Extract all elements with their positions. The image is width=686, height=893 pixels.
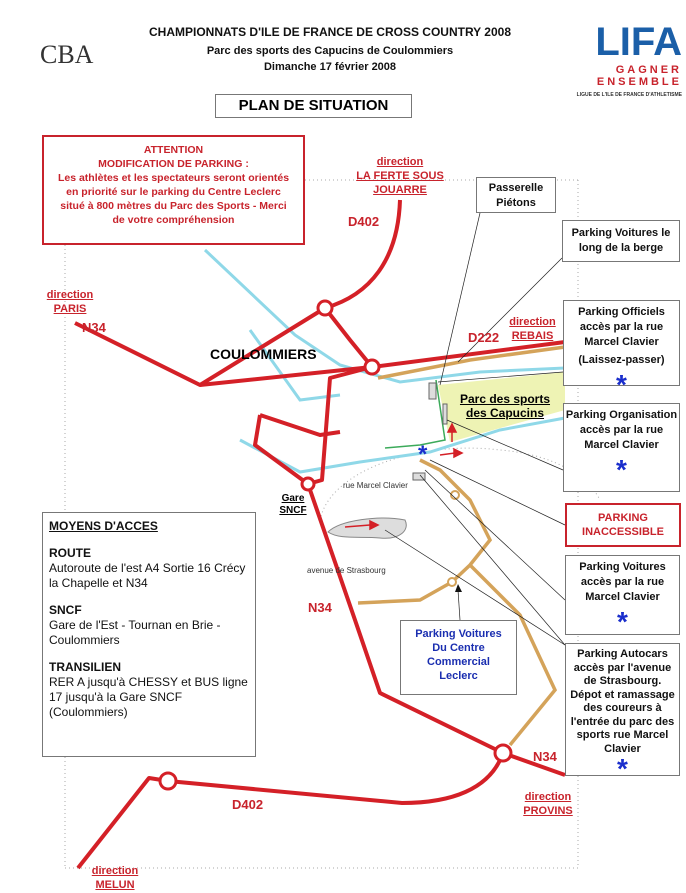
callout-text: Parking Voitures accès par la rue Marcel… <box>579 561 666 603</box>
callout-parking-leclerc: Parking Voitures Du Centre Commercial Le… <box>400 620 517 695</box>
street-label-strasbourg: avenue de Strasbourg <box>307 566 386 575</box>
direction-label: direction <box>509 316 556 328</box>
callout-parking-autocars: Parking Autocars accès par l'avenue de S… <box>565 643 680 783</box>
access-title: MOYENS D'ACCES <box>49 519 158 533</box>
callout-text: Parking Organisation accès par la rue Ma… <box>565 409 678 451</box>
plan-title: PLAN DE SITUATION <box>215 94 412 118</box>
small-roundabouts <box>447 490 460 587</box>
building <box>442 403 448 425</box>
road-label-n34-west: N34 <box>82 320 106 335</box>
station-label: Gare SNCF <box>279 493 307 516</box>
direction-destination: PARIS <box>53 303 87 315</box>
direction-label: direction <box>376 156 424 168</box>
direction-destination: LA FERTE SOUS JOUARRE <box>356 170 444 196</box>
attention-heading: ATTENTION <box>143 144 204 156</box>
town-label: COULOMMIERS <box>210 346 317 362</box>
star-icon: * <box>616 454 627 485</box>
attention-subheading: MODIFICATION DE PARKING : <box>98 158 249 170</box>
event-title: CHAMPIONNATS D'ILE DE FRANCE DE CROSS CO… <box>148 25 511 39</box>
access-text: Gare de l'Est - Tournan en Brie - Coulom… <box>49 618 221 647</box>
direction-ferte: direction LA FERTE SOUS JOUARRE <box>345 155 455 197</box>
callout-text: Parking Autocars accès par l'avenue de S… <box>570 648 675 755</box>
road-label-n34-south: N34 <box>308 600 332 615</box>
star-icon: * <box>418 441 428 468</box>
road-label-d402-north: D402 <box>348 214 380 229</box>
callout-passerelle: Passerelle Piétons <box>476 177 556 213</box>
event-date: Dimanche 17 février 2008 <box>263 61 397 73</box>
arrows <box>344 422 464 531</box>
access-text: Autoroute de l'est A4 Sortie 16 Crécy la… <box>49 561 246 590</box>
callout-parking-berge: Parking Voitures le long de la berge <box>562 220 680 262</box>
access-heading: TRANSILIEN <box>49 660 121 674</box>
star-icon: * <box>617 606 628 637</box>
access-section-sncf: SNCF Gare de l'Est - Tournan en Brie - C… <box>49 603 249 648</box>
coach-parking-area <box>327 517 407 539</box>
callout-parking-inaccessible: PARKING INACCESSIBLE <box>565 503 681 547</box>
access-heading: SNCF <box>49 603 82 617</box>
attention-box: ATTENTION MODIFICATION DE PARKING : Les … <box>42 135 305 245</box>
access-box: MOYENS D'ACCES ROUTE Autoroute de l'est … <box>42 512 256 757</box>
callout-parking-voitures: Parking Voitures accès par la rue Marcel… <box>565 555 680 637</box>
event-venue: Parc des sports des Capucins de Coulommi… <box>206 45 454 57</box>
park-area <box>438 372 565 442</box>
arrow-icon <box>455 584 462 592</box>
building <box>412 472 426 481</box>
direction-label: direction <box>46 289 94 301</box>
footpath <box>384 379 446 449</box>
star-icon: * <box>617 753 628 784</box>
logo-cba: CBA <box>40 40 93 70</box>
road-label-d402-south: D402 <box>232 797 264 812</box>
direction-destination: REBAIS <box>511 330 554 342</box>
access-text: RER A jusqu'à CHESSY et BUS ligne 17 jus… <box>49 675 248 719</box>
access-section-transilien: TRANSILIEN RER A jusqu'à CHESSY et BUS l… <box>49 660 249 720</box>
leader-lines <box>384 212 566 646</box>
logo-lifa-text: LIFA <box>595 20 682 64</box>
direction-destination: MELUN <box>95 879 135 891</box>
callout-parking-organisation: Parking Organisation accès par la rue Ma… <box>563 403 680 492</box>
direction-destination: PROVINS <box>523 805 573 817</box>
logo-lifa-slogan: GAGNER ENSEMBLE <box>596 64 682 88</box>
road-label-d222: D222 <box>468 330 500 345</box>
access-section-route: ROUTE Autoroute de l'est A4 Sortie 16 Cr… <box>49 546 249 591</box>
callout-parking-officiels: Parking Officiels accès par la rue Marce… <box>563 300 680 399</box>
direction-label: direction <box>524 791 572 803</box>
access-heading: ROUTE <box>49 546 91 560</box>
park-label: Parc des sports des Capucins <box>459 392 551 420</box>
plan-title-text: PLAN DE SITUATION <box>238 97 389 114</box>
direction-label: direction <box>91 865 139 877</box>
attention-body: Les athlètes et les spectateurs seront o… <box>57 172 290 226</box>
roundabouts <box>158 299 513 791</box>
street-label-marcel-clavier: rue Marcel Clavier <box>343 481 408 490</box>
logo-cba-text: CBA <box>40 40 94 69</box>
star-icon: * <box>616 369 627 400</box>
logo-lifa-sub: LIGUE DE L'ILE DE FRANCE D'ATHLETISME <box>576 92 682 98</box>
local-roads <box>357 345 566 747</box>
callout-note: (Laissez-passer) <box>578 354 665 366</box>
building <box>428 382 437 400</box>
road-label-n34-east: N34 <box>533 749 557 764</box>
callout-text: Parking Officiels accès par la rue Marce… <box>578 306 665 348</box>
logo-lifa: LIFA GAGNER ENSEMBLE LIGUE DE L'ILE DE F… <box>532 20 682 98</box>
